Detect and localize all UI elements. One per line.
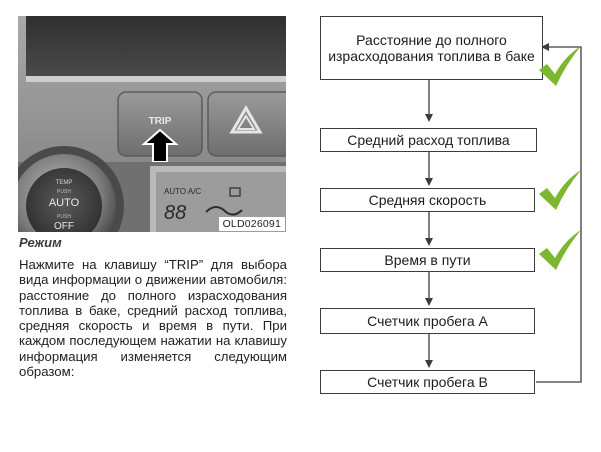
flow-step-4-label: Время в пути: [384, 252, 471, 268]
knob-auto-label: AUTO: [49, 197, 80, 209]
flow-step-3-label: Средняя скорость: [368, 192, 487, 208]
dashboard-photo: TRIP AUTO A/C 88 TEMP PUSH AUTO PUSH OFF…: [18, 16, 286, 232]
flow-step-2: Средний расход топлива: [320, 128, 537, 152]
dashboard-illustration: TRIP AUTO A/C 88 TEMP PUSH AUTO PUSH OFF: [18, 16, 286, 232]
check-icon: [539, 230, 581, 270]
check-icon: [539, 46, 581, 86]
flow-step-2-label: Средний расход топлива: [347, 132, 510, 148]
knob-push-label-bottom: PUSH: [57, 214, 71, 220]
flow-step-6-label: Счетчик пробега B: [367, 374, 488, 390]
display-digits: 88: [164, 202, 186, 224]
knob-push-label-top: PUSH: [57, 189, 71, 195]
display-mode-text: AUTO A/C: [164, 187, 201, 196]
flow-step-5: Счетчик пробега A: [320, 308, 535, 334]
knob-temp-label: TEMP: [56, 180, 73, 186]
trip-button-label: TRIP: [149, 116, 172, 127]
knob-off-label: OFF: [54, 221, 74, 232]
section-title: Режим: [19, 235, 62, 250]
flow-step-4: Время в пути: [320, 248, 535, 272]
flow-step-1: Расстояние до полного израсходования топ…: [320, 16, 543, 80]
flow-step-1-label: Расстояние до полного израсходования топ…: [328, 32, 535, 64]
flow-step-6: Счетчик пробега B: [320, 370, 535, 394]
section-body: Нажмите на клавишу “TRIP” для выбора вид…: [19, 257, 287, 380]
check-icon: [539, 170, 581, 210]
image-code: OLD026091: [218, 217, 285, 231]
flow-return-arrow: [536, 43, 582, 383]
flow-step-3: Средняя скорость: [320, 188, 535, 212]
flow-connectors: [425, 43, 582, 383]
flow-step-5-label: Счетчик пробега A: [367, 313, 488, 329]
